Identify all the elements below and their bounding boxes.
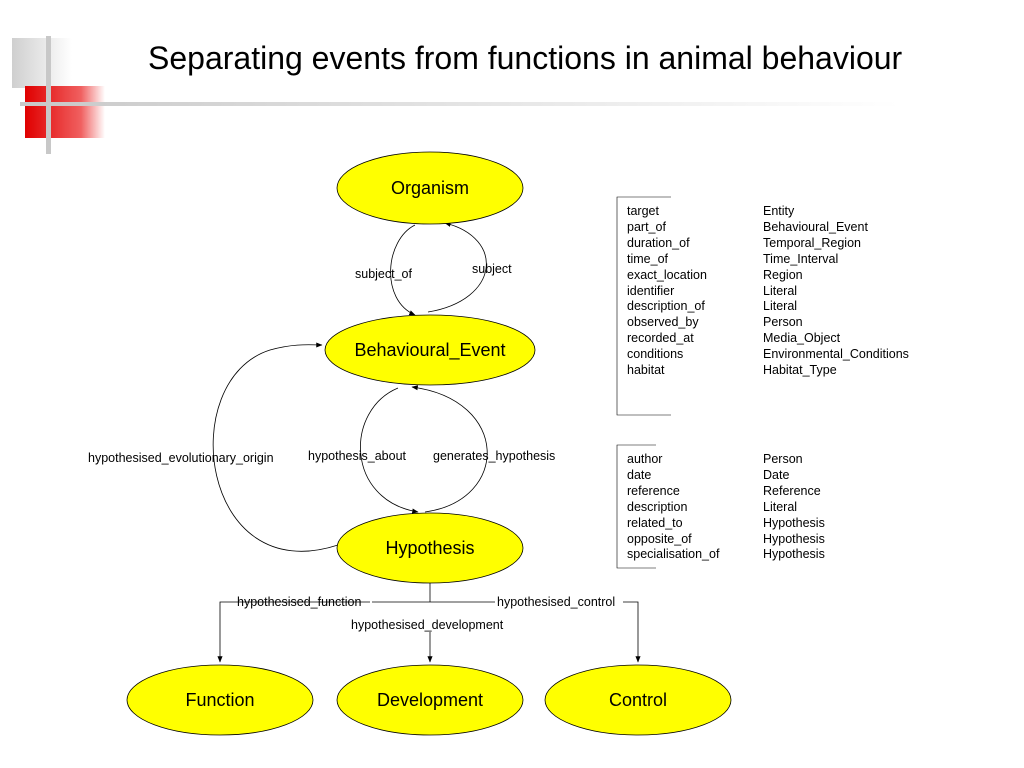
edge-generates-hypothesis xyxy=(411,385,488,513)
property-name: related_to xyxy=(627,515,683,530)
property-type: Region xyxy=(763,267,803,282)
property-type: Temporal_Region xyxy=(763,235,861,250)
property-name: habitat xyxy=(627,363,665,377)
label-subject: subject xyxy=(472,262,512,276)
svg-text:Organism: Organism xyxy=(391,178,469,198)
property-name: reference xyxy=(627,483,680,498)
property-type: Person xyxy=(763,452,803,466)
hypothesis-properties-bracket xyxy=(616,444,656,569)
property-type: Habitat_Type xyxy=(763,363,837,377)
property-type: Media_Object xyxy=(763,331,841,346)
property-name: date xyxy=(627,467,652,482)
node-function[interactable]: Function xyxy=(126,664,314,736)
property-type: Person xyxy=(763,315,803,330)
node-organism[interactable]: Organism xyxy=(336,151,524,225)
svg-text:Control: Control xyxy=(609,690,667,710)
label-hypothesised-development: hypothesised_development xyxy=(351,618,504,632)
title-underline xyxy=(20,102,900,106)
edge-hypothesised-function xyxy=(217,601,370,663)
label-hypothesis-about: hypothesis_about xyxy=(308,449,407,463)
property-name: opposite_of xyxy=(627,531,692,546)
node-control[interactable]: Control xyxy=(544,664,732,736)
svg-text:Function: Function xyxy=(185,690,254,710)
edge-hypothesised-evolutionary-origin xyxy=(212,342,339,552)
property-name: time_of xyxy=(627,251,668,266)
property-type: Literal xyxy=(763,499,798,514)
node-behavioural-event[interactable]: Behavioural_Event xyxy=(324,314,536,386)
property-type: Literal xyxy=(763,283,798,298)
property-name: recorded_at xyxy=(627,331,694,346)
property-name: target xyxy=(627,204,659,218)
hypothesis-properties-table: author Person date Date reference Reference de… xyxy=(627,451,927,571)
property-type: Hypothesis xyxy=(763,547,825,562)
property-name: conditions xyxy=(627,347,684,362)
property-type: Hypothesis xyxy=(763,531,825,546)
edge-subject xyxy=(427,221,487,313)
svg-text:Hypothesis: Hypothesis xyxy=(385,538,474,558)
property-name: author xyxy=(627,452,663,466)
label-subject-of: subject_of xyxy=(355,267,413,281)
property-type: Environmental_Conditions xyxy=(763,347,909,362)
property-name: part_of xyxy=(627,219,666,234)
node-hypothesis[interactable]: Hypothesis xyxy=(336,512,524,584)
property-name: observed_by xyxy=(627,315,699,330)
node-development[interactable]: Development xyxy=(336,664,524,736)
edge-hypothesised-control xyxy=(623,601,641,663)
property-type: Entity xyxy=(763,204,795,218)
edge-subject-of xyxy=(390,224,416,316)
label-hypothesised-function: hypothesised_function xyxy=(237,595,361,609)
label-hypothesised-control: hypothesised_control xyxy=(497,595,615,609)
logo-red-block xyxy=(25,86,105,138)
logo-gray-block xyxy=(12,38,72,88)
edge-hypothesis-about xyxy=(360,387,419,514)
logo-vertical-bar xyxy=(46,36,51,154)
page-title: Separating events from functions in anim… xyxy=(148,40,903,76)
property-name: description_of xyxy=(627,299,705,314)
label-hypothesised-evolutionary-origin: hypothesised_evolutionary_origin xyxy=(88,451,274,465)
svg-text:Development: Development xyxy=(377,690,483,710)
property-type: Literal xyxy=(763,299,798,314)
property-type: Hypothesis xyxy=(763,515,825,530)
property-name: description xyxy=(627,499,688,514)
property-name: identifier xyxy=(627,283,675,298)
property-name: exact_location xyxy=(627,267,707,282)
label-generates-hypothesis: generates_hypothesis xyxy=(433,449,555,463)
property-name: duration_of xyxy=(627,235,690,250)
property-name: specialisation_of xyxy=(627,547,720,562)
svg-text:Behavioural_Event: Behavioural_Event xyxy=(354,340,505,361)
property-type: Date xyxy=(763,467,790,482)
property-type: Behavioural_Event xyxy=(763,219,868,234)
property-type: Reference xyxy=(763,483,821,498)
property-type: Time_Interval xyxy=(763,251,839,266)
event-properties-bracket xyxy=(616,196,671,416)
